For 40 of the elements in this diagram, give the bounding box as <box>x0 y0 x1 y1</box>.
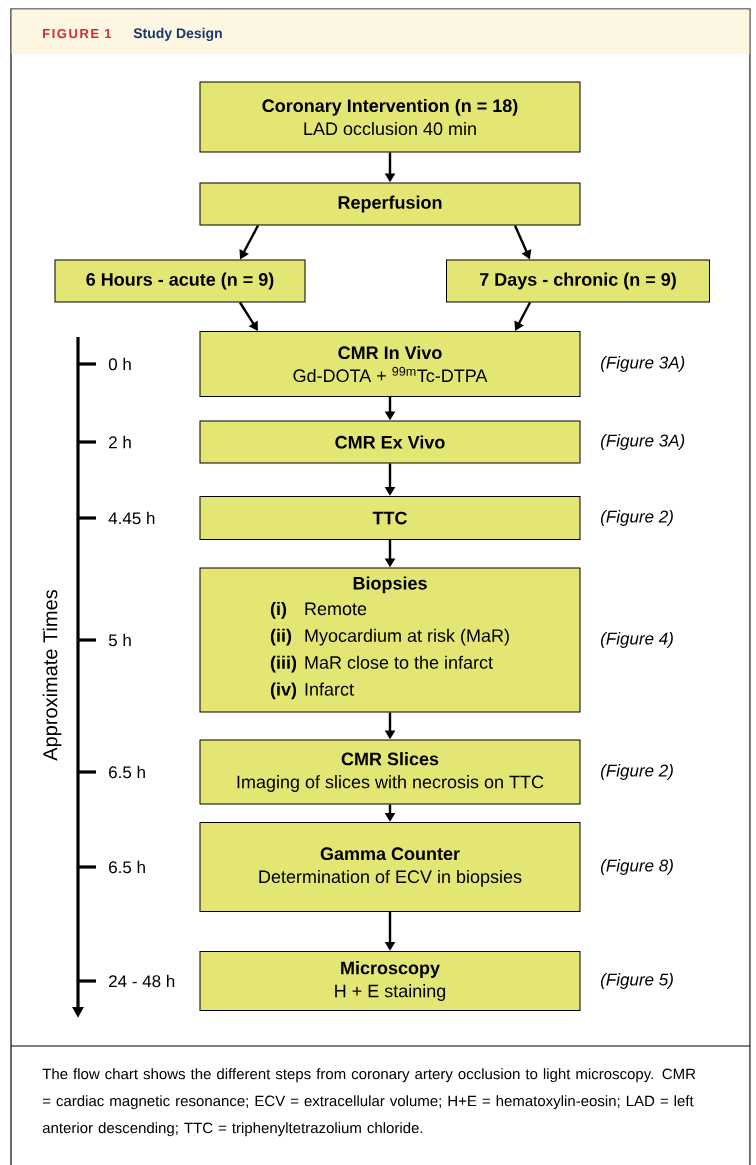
process-box: Coronary Intervention (n = 18) LAD occlusion 40 min <box>199 81 581 153</box>
process-box: TTC <box>199 496 581 540</box>
node-label: (i) <box>270 601 287 619</box>
figure-reference: (Figure 5) <box>601 973 673 989</box>
process-box: CMR In Vivo Gd-DOTA + $^{99m}$Tc-DTPA <box>199 331 581 397</box>
time-label: 2 h <box>109 435 131 449</box>
time-label: 0 h <box>108 357 131 371</box>
figure-reference: (Figure 3A) <box>601 434 685 450</box>
figure-reference: (Figure 2) <box>601 510 673 526</box>
process-box: CMR Slices Imaging of slices with necrosis on TTC <box>199 739 581 805</box>
axis-title: Approximate Times <box>42 590 62 761</box>
time-label: 5 h <box>108 633 131 647</box>
node-label: MaR close to the infarct <box>305 655 493 669</box>
figure-reference: (Figure 2) <box>601 764 673 780</box>
figure-title: Study Design <box>133 27 222 41</box>
process-box: 7 Days - chronic (n = 9) <box>446 259 710 303</box>
process-box: Biopsies (i) Remote (ii) Myocardium at risk (MaR) (iii) MaR close to the infarct (iv) Infarct <box>199 567 581 713</box>
figure-reference: (Figure 8) <box>601 859 673 875</box>
arrow <box>239 301 258 331</box>
node-label: (ii) <box>270 628 292 646</box>
figure-reference: (Figure 3A) <box>601 356 685 372</box>
time-label: 6.5 h <box>109 765 145 779</box>
process-box: CMR Ex Vivo <box>199 420 581 464</box>
node-label: (iv) <box>270 682 297 700</box>
process-box: Gamma Counter Determination of ECV in biopsies <box>199 822 581 912</box>
node-label: Infarct <box>305 682 354 696</box>
process-box: Microscopy H + E staining <box>199 951 581 1011</box>
caption-text: The flow chart shows the different steps from coronary artery occlusion to light microscopy. CMR = cardiac magnetic resonance; ECV = extracellular volume; H+E = hematoxylin-eosin; LAD = left anterior descending; TTC = triphenyltetrazolium chloride. <box>42 1068 696 1137</box>
process-box: 6 Hours - acute (n = 9) <box>54 259 306 303</box>
time-label: 24 - 48 h <box>109 974 175 988</box>
time-label: 4.45 h <box>108 511 155 525</box>
arrow <box>514 301 532 331</box>
node-label: Myocardium at risk (MaR) <box>305 628 509 646</box>
node-label: Remote <box>305 602 367 616</box>
figure-reference: (Figure 4) <box>601 632 673 648</box>
time-label: 6.5 h <box>109 860 145 874</box>
process-box: Reperfusion <box>199 182 581 226</box>
node-label: Biopsies <box>353 576 427 594</box>
node-label: (iii) <box>270 655 297 673</box>
figure-number: FIGURE 1 <box>43 28 112 39</box>
